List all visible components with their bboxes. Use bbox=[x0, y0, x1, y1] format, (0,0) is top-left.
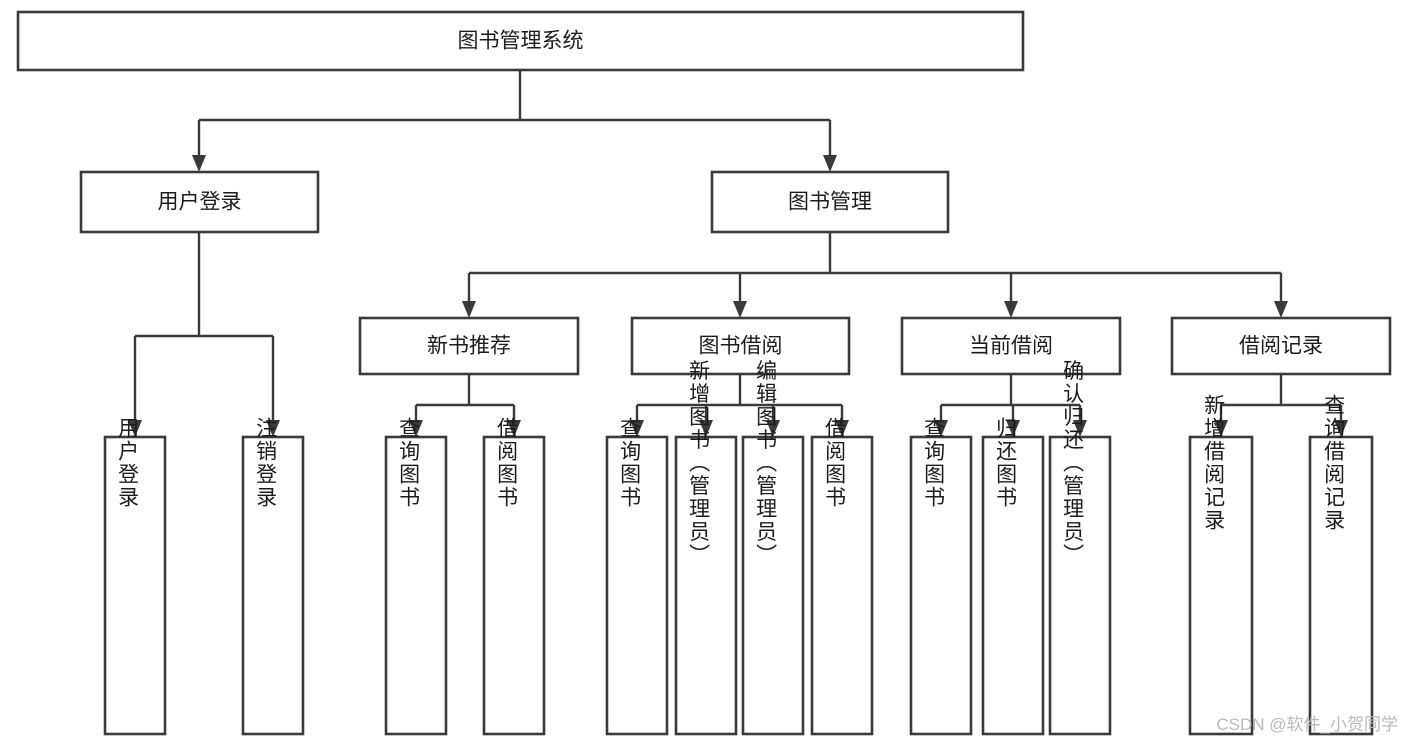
node-box-current-borrow bbox=[900, 316, 1122, 376]
node-label-leaf-return-book: 归还图书 bbox=[994, 417, 1018, 509]
node-book-borrow[interactable]: 图书借阅 bbox=[630, 316, 851, 376]
node-user-login[interactable]: 用户登录 bbox=[79, 170, 320, 234]
node-label-leaf-query-book-1: 查询图书 bbox=[397, 417, 421, 509]
node-box-leaf-return-book bbox=[981, 435, 1045, 736]
node-box-borrow-record bbox=[1170, 316, 1392, 376]
node-leaf-user-login[interactable]: 用户登录 bbox=[103, 417, 167, 736]
node-label-root: 图书管理系统 bbox=[458, 30, 584, 53]
node-box-user-login bbox=[79, 170, 320, 234]
node-leaf-return-book[interactable]: 归还图书 bbox=[981, 417, 1045, 736]
node-box-leaf-borrow-book-2 bbox=[810, 435, 874, 736]
node-box-leaf-confirm-return bbox=[1048, 435, 1112, 736]
node-label-new-book-rec: 新书推荐 bbox=[427, 335, 511, 358]
node-box-leaf-edit-book bbox=[741, 435, 805, 736]
node-label-leaf-user-login: 用户登录 bbox=[116, 417, 140, 509]
node-leaf-query-record[interactable]: 查询借阅记录 bbox=[1308, 394, 1374, 736]
node-label-borrow-record: 借阅记录 bbox=[1239, 335, 1323, 358]
node-label-leaf-query-book-2: 查询图书 bbox=[618, 417, 642, 509]
node-leaf-borrow-book-2[interactable]: 借阅图书 bbox=[810, 417, 874, 736]
node-box-root bbox=[16, 10, 1025, 72]
node-leaf-confirm-return[interactable]: 确认归还（管理员） bbox=[1048, 360, 1112, 736]
node-label-leaf-confirm-return: 确认归还（管理员） bbox=[1061, 360, 1085, 567]
node-label-leaf-borrow-book-2: 借阅图书 bbox=[823, 417, 847, 509]
node-label-leaf-query-record: 查询借阅记录 bbox=[1322, 394, 1346, 532]
node-borrow-record[interactable]: 借阅记录 bbox=[1170, 316, 1392, 376]
node-box-new-book-rec bbox=[358, 316, 580, 376]
node-leaf-query-book-3[interactable]: 查询图书 bbox=[909, 417, 973, 736]
node-label-leaf-borrow-book-1: 借阅图书 bbox=[495, 417, 519, 509]
node-label-leaf-edit-book: 编辑图书（管理员） bbox=[754, 360, 778, 567]
node-box-leaf-borrow-book-1 bbox=[482, 435, 546, 736]
node-box-leaf-query-record bbox=[1308, 435, 1374, 736]
node-box-leaf-add-book bbox=[674, 435, 738, 736]
node-box-leaf-add-record bbox=[1188, 435, 1254, 736]
node-root[interactable]: 图书管理系统 bbox=[16, 10, 1025, 72]
node-box-book-borrow bbox=[630, 316, 851, 376]
node-leaf-add-book[interactable]: 新增图书（管理员） bbox=[674, 360, 738, 736]
node-label-leaf-query-book-3: 查询图书 bbox=[922, 417, 946, 509]
nodes-layer: 图书管理系统用户登录图书管理新书推荐图书借阅当前借阅借阅记录用户登录注销登录查询… bbox=[16, 10, 1392, 736]
node-label-user-login: 用户登录 bbox=[158, 191, 242, 214]
node-leaf-query-book-2[interactable]: 查询图书 bbox=[605, 417, 669, 736]
node-box-leaf-query-book-3 bbox=[909, 435, 973, 736]
node-leaf-borrow-book-1[interactable]: 借阅图书 bbox=[482, 417, 546, 736]
node-box-leaf-query-book-2 bbox=[605, 435, 669, 736]
node-leaf-edit-book[interactable]: 编辑图书（管理员） bbox=[741, 360, 805, 736]
node-leaf-query-book-1[interactable]: 查询图书 bbox=[384, 417, 448, 736]
node-box-book-manage bbox=[710, 170, 950, 234]
node-label-leaf-add-book: 新增图书（管理员） bbox=[687, 360, 711, 567]
node-label-current-borrow: 当前借阅 bbox=[969, 335, 1053, 358]
connectors-layer bbox=[128, 70, 1348, 437]
node-label-book-borrow: 图书借阅 bbox=[699, 335, 783, 358]
node-box-leaf-logout bbox=[241, 435, 305, 736]
node-leaf-add-record[interactable]: 新增借阅记录 bbox=[1188, 394, 1254, 736]
node-box-leaf-query-book-1 bbox=[384, 435, 448, 736]
node-label-leaf-logout: 注销登录 bbox=[254, 417, 278, 509]
node-label-book-manage: 图书管理 bbox=[788, 191, 872, 214]
node-box-leaf-user-login bbox=[103, 435, 167, 736]
node-leaf-logout[interactable]: 注销登录 bbox=[241, 417, 305, 736]
csdn-watermark: CSDN @软件_小贺同学 bbox=[1216, 715, 1398, 734]
node-current-borrow[interactable]: 当前借阅 bbox=[900, 316, 1122, 376]
node-new-book-rec[interactable]: 新书推荐 bbox=[358, 316, 580, 376]
node-book-manage[interactable]: 图书管理 bbox=[710, 170, 950, 234]
node-label-leaf-add-record: 新增借阅记录 bbox=[1202, 394, 1226, 532]
